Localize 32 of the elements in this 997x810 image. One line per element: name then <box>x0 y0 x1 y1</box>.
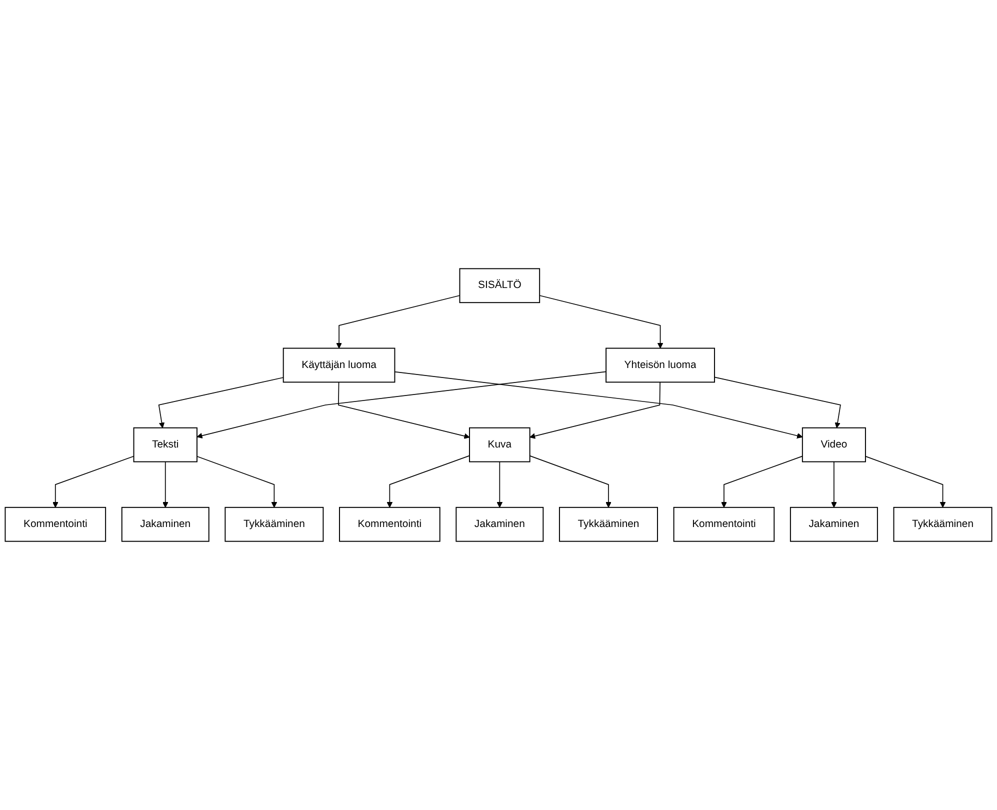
arrow <box>539 295 664 348</box>
node-box: Tykkääminen <box>558 506 658 542</box>
arrow <box>394 371 803 439</box>
arrow <box>721 456 803 508</box>
arrow <box>196 456 278 508</box>
arrow <box>831 461 837 508</box>
arrow <box>529 455 612 508</box>
node-box: Kommentointi <box>4 506 106 542</box>
arrow <box>196 371 606 438</box>
arrow <box>338 382 470 439</box>
arrow <box>158 377 284 428</box>
node-box: Jakaminen <box>121 506 210 542</box>
arrow <box>530 382 660 439</box>
node-box: Kommentointi <box>673 506 775 542</box>
node-box: Kommentointi <box>339 506 440 542</box>
arrow <box>496 461 503 508</box>
arrow <box>162 461 168 508</box>
node-box: Jakaminen <box>790 506 878 542</box>
node-box: SISÄLTÖ <box>459 268 540 304</box>
node-box: Jakaminen <box>456 506 544 542</box>
arrow <box>386 455 470 508</box>
node-box: Video <box>802 427 866 462</box>
arrow <box>865 456 946 508</box>
node-box: Tykkääminen <box>224 506 324 542</box>
arrow <box>336 295 460 348</box>
node-box: Kuva <box>469 427 530 462</box>
node-box: Teksti <box>133 427 198 462</box>
arrow <box>714 376 841 428</box>
node-box: Käyttäjän luoma <box>282 348 396 383</box>
node-box: Yhteisön luoma <box>606 348 716 383</box>
arrow <box>52 456 134 508</box>
node-box: Tykkääminen <box>893 506 992 542</box>
